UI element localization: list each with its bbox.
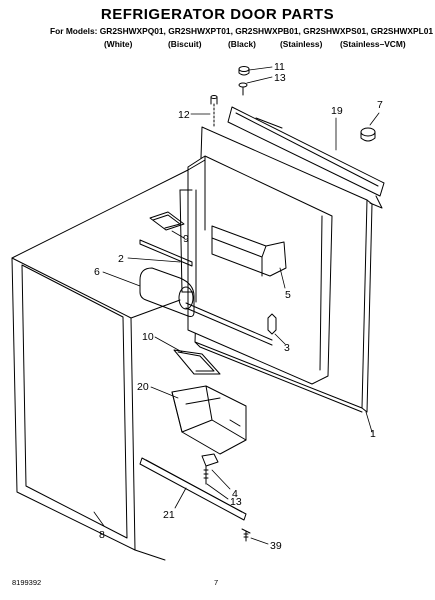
hinge-bushing [210,95,218,127]
bottom-door-bin [171,385,247,455]
door-handle [227,106,385,209]
variant-stainless-vcm: (Stainless–VCM) [340,39,406,49]
upper-door-bin [211,225,287,277]
callout-8: 8 [99,529,105,541]
screw-part-13-top [238,82,248,96]
document-number: 8199392 [12,578,42,587]
callout-3: 3 [284,342,290,354]
callout-20: 20 [137,381,149,393]
variant-black: (Black) [228,39,256,49]
callout-5: 5 [285,289,291,301]
callout-6: 6 [94,266,100,278]
models-label: For Models: [50,26,98,36]
door-liner [179,155,333,385]
callout-10: 10 [142,331,154,343]
callout-12: 12 [178,109,190,121]
callout-9: 9 [183,233,189,245]
callout-4: 4 [232,488,238,500]
shelf-bar-upper [139,239,193,267]
screw-part-11 [238,66,250,76]
variant-stainless: (Stainless) [280,39,323,49]
variant-white: (White) [104,39,133,49]
dairy-compartment [139,267,195,317]
callout-2: 2 [118,253,124,265]
models-line: For Models: GR2SHWXPQ01, GR2SHWXPT01, GR… [50,26,433,36]
handle-end-cap [360,127,376,142]
door-gasket [11,257,136,551]
dairy-rim [149,211,185,231]
callout-11: 11 [274,61,285,73]
leader-lines [93,66,380,545]
callout-21: 21 [163,509,175,521]
callout-7: 7 [377,99,383,111]
callout-13-top: 13 [274,72,286,84]
page-number: 7 [214,578,219,587]
models-list: GR2SHWXPQ01, GR2SHWXPT01, GR2SHWXPB01, G… [99,26,434,36]
screw-part-39 [241,528,251,542]
variant-biscuit: (Biscuit) [168,39,202,49]
callout-39: 39 [270,540,282,552]
shelf-retainer [267,313,277,335]
callout-19: 19 [331,105,343,117]
callout-1: 1 [370,428,376,440]
page-title: REFRIGERATOR DOOR PARTS [100,6,335,23]
door-shelf [173,349,221,375]
callout-13-bottom: 13 [230,496,242,508]
bottom-trim-strip [139,457,247,521]
shelf-bar-lower [185,302,273,341]
bottom-hinge [201,453,219,485]
